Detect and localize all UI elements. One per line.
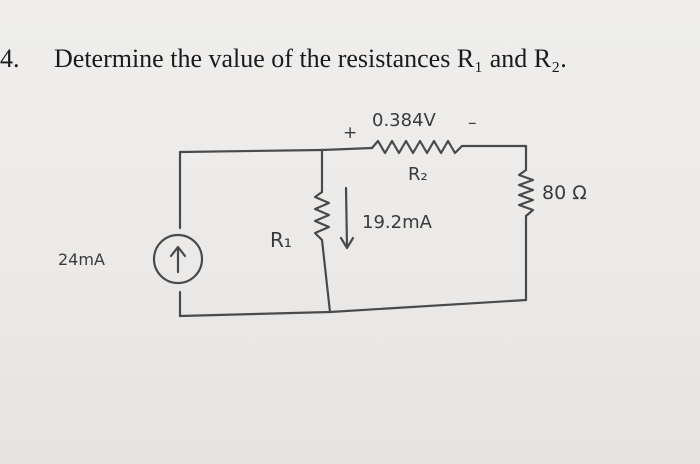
top-wire-to-r2	[320, 146, 374, 152]
branch-current-arrow-icon	[339, 186, 355, 250]
current-source-label: 24mA	[58, 250, 105, 269]
branch-current-label: 19.2mA	[362, 212, 433, 233]
middle-wire-bottom	[320, 238, 332, 314]
question-number: 4.	[0, 44, 20, 73]
r3-label: 80 Ω	[542, 182, 587, 204]
r2-label: R₂	[408, 164, 428, 185]
r2-voltage-label: 0.384V	[372, 110, 437, 131]
r2-minus-sign: –	[468, 113, 477, 133]
question: 4. Determine the value of the resistance…	[0, 44, 700, 84]
current-source	[152, 233, 204, 285]
question-text: Determine the value of the resistances R…	[54, 44, 567, 73]
r2-resistor	[370, 139, 464, 155]
current-source-arrow-icon	[169, 245, 187, 274]
r3-resistor	[517, 168, 535, 218]
bottom-wire	[178, 298, 528, 318]
r1-resistor	[313, 190, 331, 242]
top-wire-left	[178, 148, 324, 154]
r1-label: R₁	[270, 228, 292, 252]
r2-plus-sign: +	[343, 123, 357, 143]
